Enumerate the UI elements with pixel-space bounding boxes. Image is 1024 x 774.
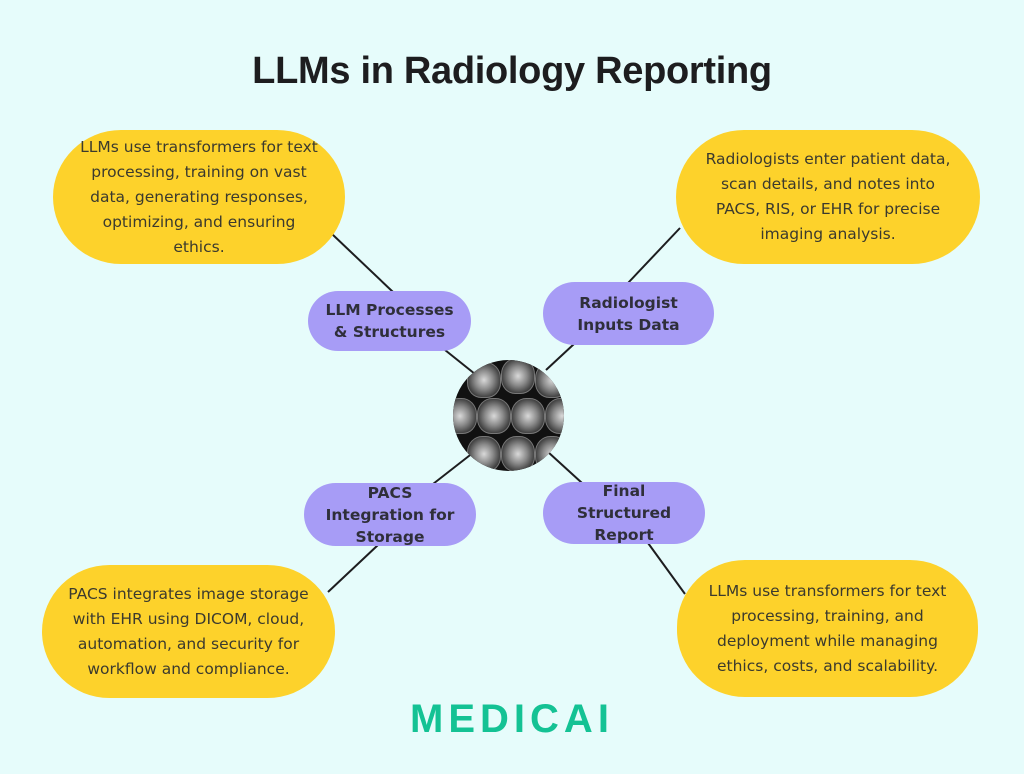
- detail-pacs-integration: PACS integrates image storage with EHR u…: [42, 565, 335, 698]
- node-llm-processes: LLM Processes & Structures: [308, 291, 471, 351]
- brain-mri-scans-icon: [453, 360, 564, 471]
- detail-radiologist-inputs: Radiologists enter patient data, scan de…: [676, 130, 980, 264]
- node-final-report: Final Structured Report: [543, 482, 705, 544]
- detail-final-report: LLMs use transformers for text processin…: [677, 560, 978, 697]
- diagram-title: LLMs in Radiology Reporting: [252, 50, 772, 92]
- node-radiologist-inputs: Radiologist Inputs Data: [543, 282, 714, 345]
- medicai-logo: MEDICAI: [410, 697, 614, 741]
- node-pacs-integration: PACS Integration for Storage: [304, 483, 476, 546]
- connector-radiologist-detail: [627, 227, 681, 284]
- connector-final-detail: [647, 542, 686, 595]
- connector-pacs-detail: [327, 544, 379, 593]
- connector-llm-detail: [331, 233, 394, 293]
- detail-llm-processes: LLMs use transformers for text processin…: [53, 130, 345, 264]
